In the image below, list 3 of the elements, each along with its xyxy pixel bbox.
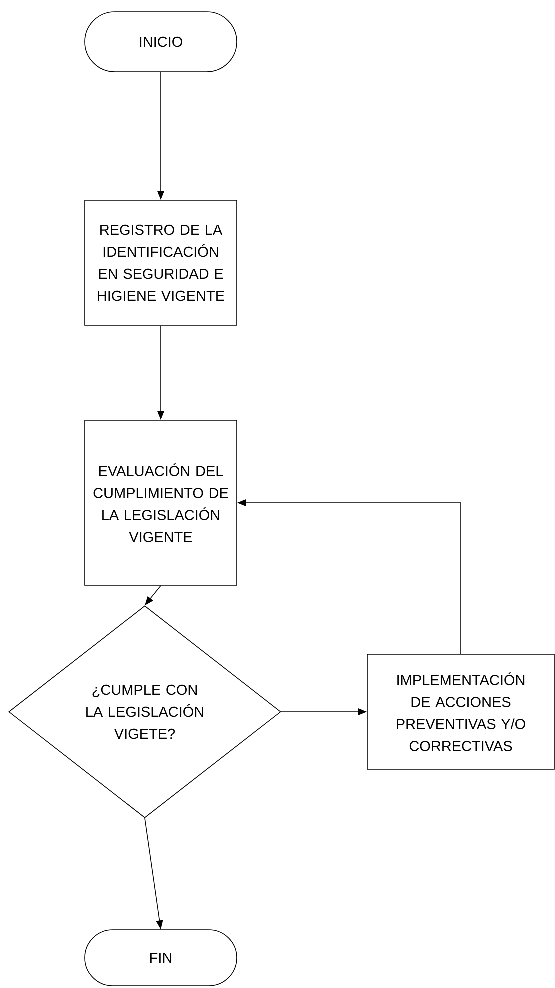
process-box: IMPLEMENTACIÓN DE ACCIONES PREVENTIVAS Y/O CORRECTIVAS (367, 654, 555, 770)
process-box: REGISTRO DE LA IDENTIFICACIÓN EN SEGURIDAD E HIGIENE VIGENTE (84, 200, 238, 326)
process-box: EVALUACIÓN DEL CUMPLIMIENTO DE LA LEGISLACIÓN VIGENTE (84, 420, 238, 586)
